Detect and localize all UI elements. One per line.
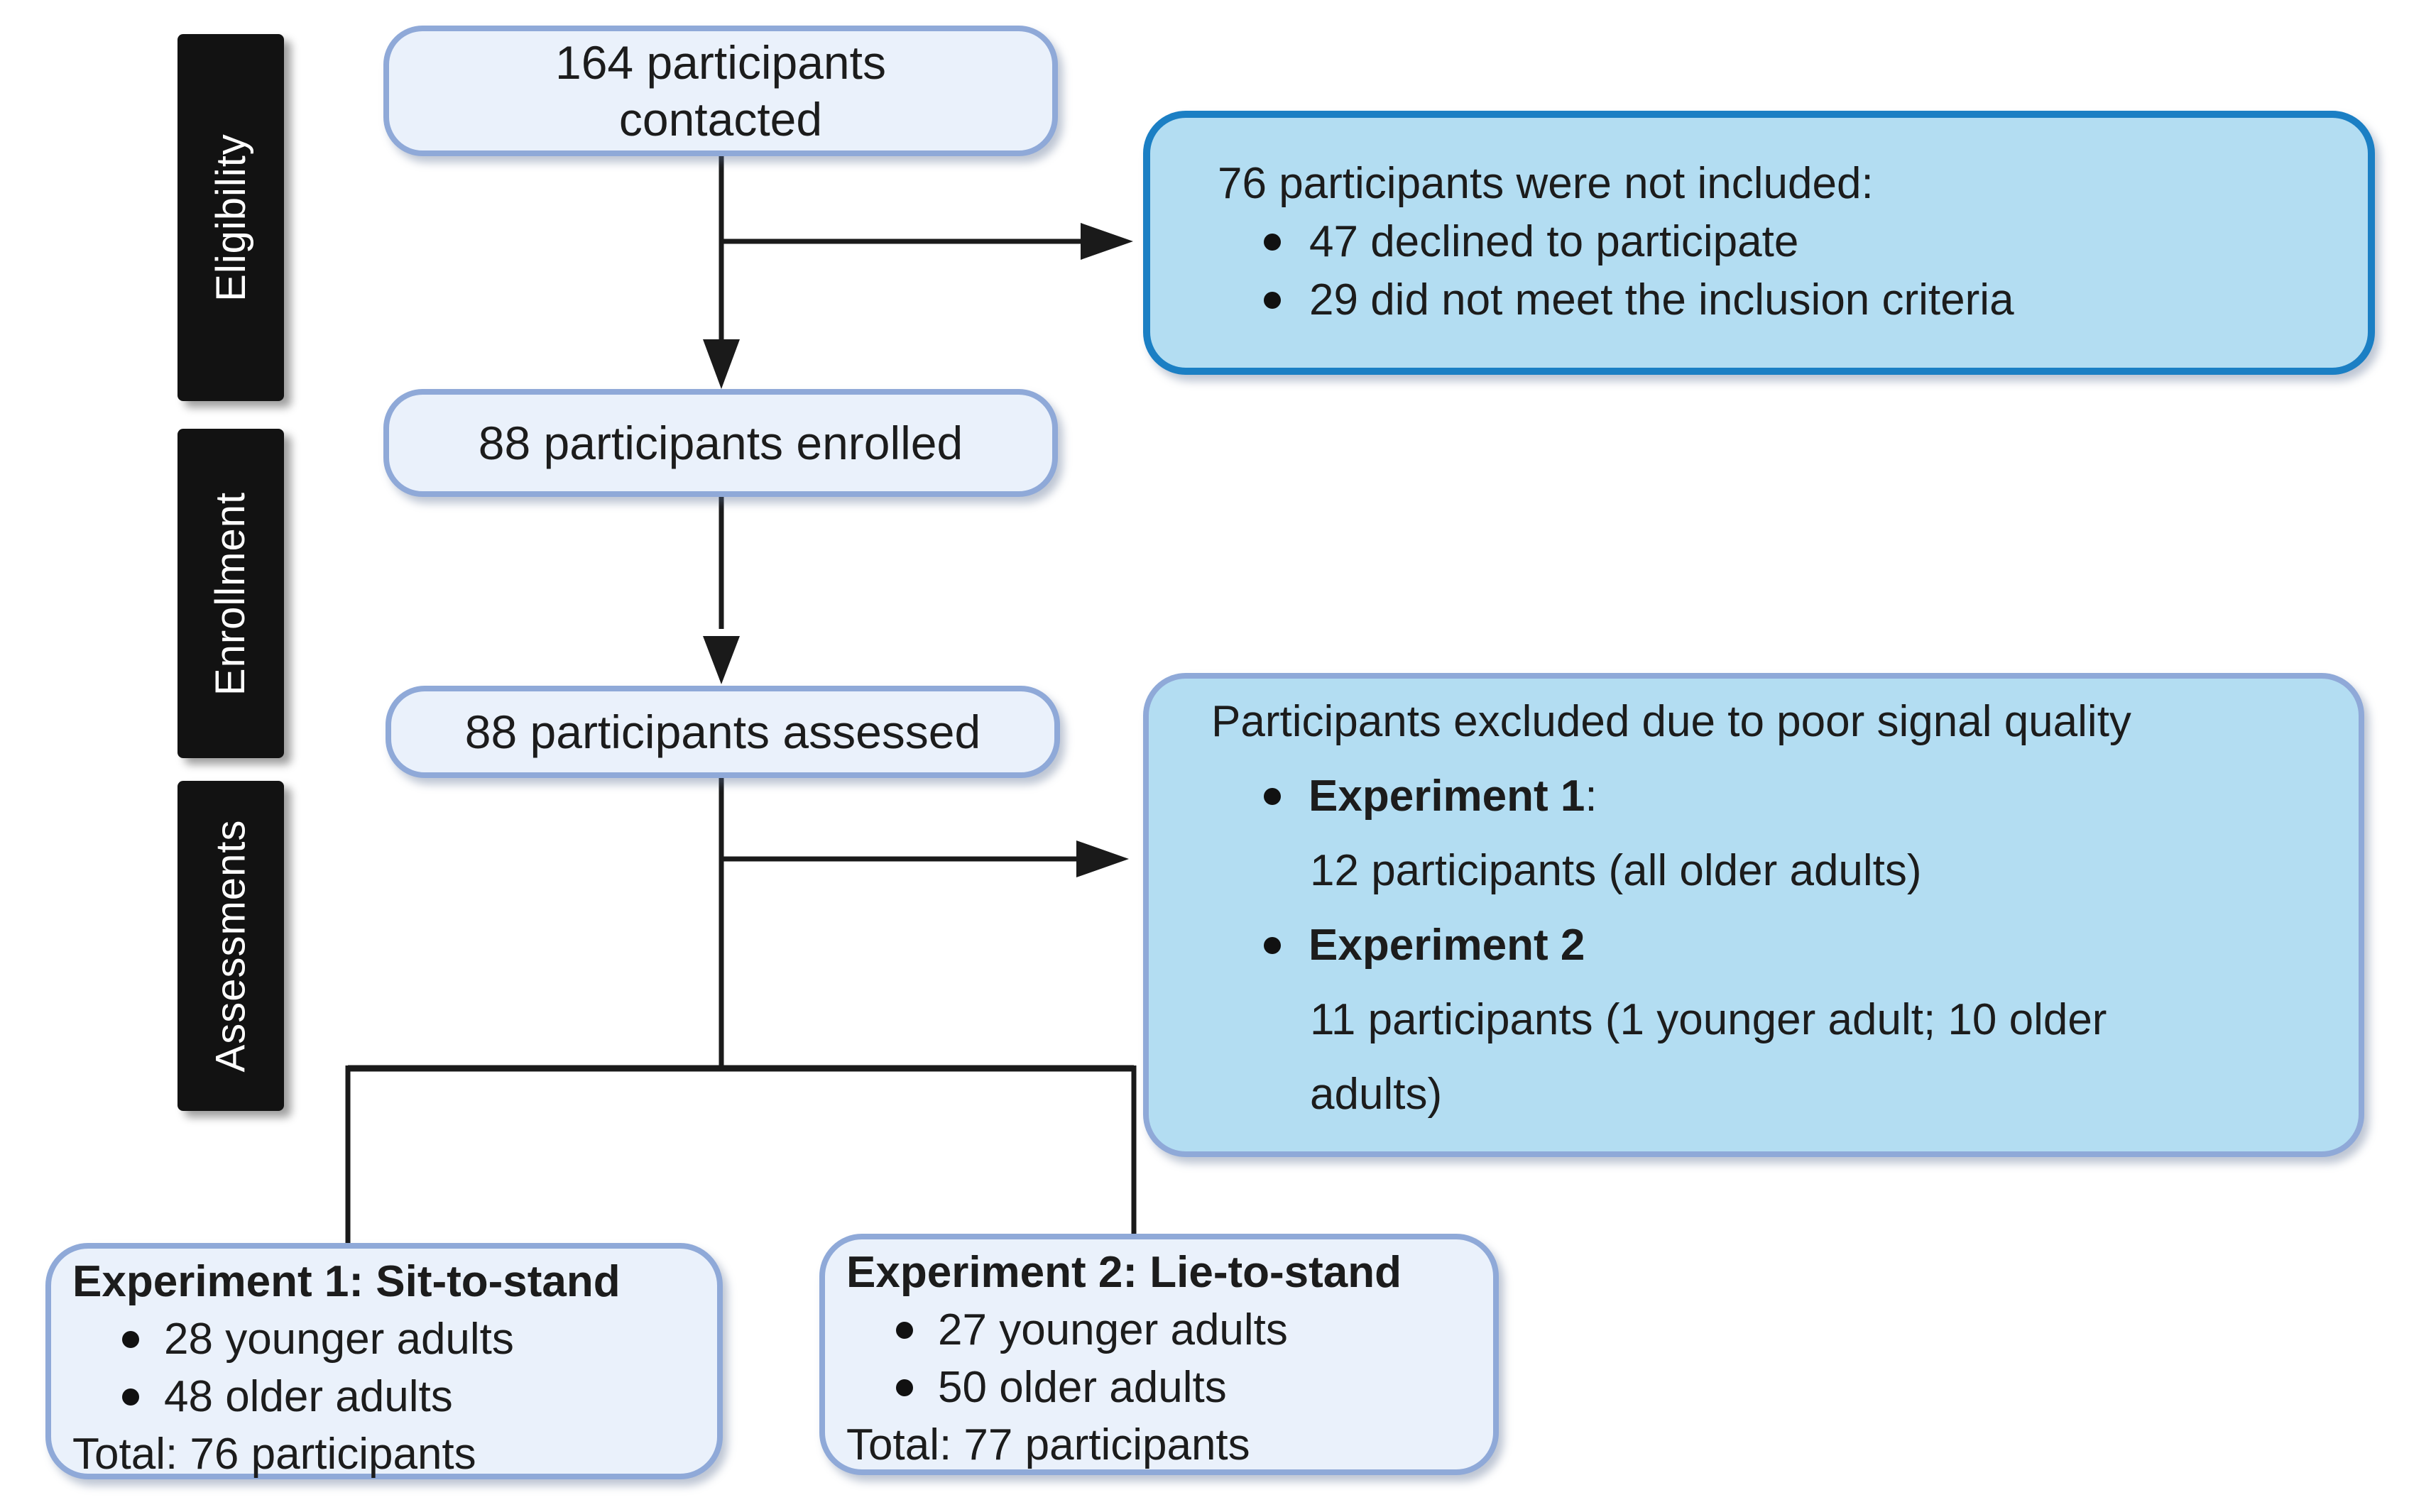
experiment2-total: Total: 77 participants	[846, 1420, 1250, 1469]
bullet-icon	[1264, 292, 1281, 309]
list-item: 29 did not meet the inclusion criteria	[1218, 271, 2339, 329]
experiment2-bullet: 50 older adults	[938, 1363, 1227, 1412]
bullet-icon	[896, 1379, 913, 1396]
bullet-icon	[1264, 787, 1281, 805]
stage-label-assessments: Assessments	[177, 781, 284, 1111]
bullet-icon	[1264, 936, 1281, 954]
list-item: 47 declined to participate	[1218, 213, 2339, 271]
excluded-item-suffix: :	[1585, 772, 1597, 821]
experiment1-bullet: 48 older adults	[164, 1372, 453, 1421]
list-item: Experiment 1:	[1211, 759, 2327, 833]
bullet-icon	[896, 1321, 913, 1339]
box-experiment1: Experiment 1: Sit-to-stand 28 younger ad…	[45, 1243, 723, 1479]
list-item: 48 older adults	[72, 1368, 696, 1425]
experiment1-bullet: 28 younger adults	[164, 1315, 514, 1364]
box-not-included: 76 participants were not included: 47 de…	[1143, 111, 2375, 375]
arrowhead-assessed	[703, 636, 740, 684]
list-item: 50 older adults	[846, 1359, 1472, 1416]
excluded-header: Participants excluded due to poor signal…	[1211, 697, 2131, 746]
contacted-line2: contacted	[618, 93, 823, 146]
list-item: 27 younger adults	[846, 1301, 1472, 1359]
experiment2-title: Experiment 2: Lie-to-stand	[846, 1248, 1402, 1297]
bullet-icon	[122, 1330, 139, 1348]
box-participants-assessed: 88 participants assessed	[386, 686, 1060, 778]
box-participants-contacted: 164 participants contacted	[383, 26, 1058, 156]
arrowhead-excluded	[1076, 840, 1129, 877]
stage-label-text: Enrollment	[207, 491, 254, 696]
experiment2-bullet: 27 younger adults	[938, 1305, 1288, 1354]
assessed-label: 88 participants assessed	[464, 706, 981, 758]
stage-label-text: Assessments	[207, 819, 254, 1073]
not-included-bullet: 47 declined to participate	[1309, 217, 1799, 266]
experiment1-total: Total: 76 participants	[72, 1430, 476, 1479]
list-item: Experiment 2	[1211, 908, 2327, 982]
box-participants-enrolled: 88 participants enrolled	[383, 389, 1058, 497]
list-item: 28 younger adults	[72, 1310, 696, 1368]
arrowhead-not-included	[1081, 223, 1133, 260]
excluded-item-title: Experiment 2	[1309, 908, 1585, 982]
stage-label-eligibility: Eligibility	[177, 34, 284, 401]
excluded-item-name: Experiment 2	[1309, 921, 1585, 970]
stage-label-enrollment: Enrollment	[177, 429, 284, 758]
excluded-item-title: Experiment 1:	[1309, 759, 1597, 833]
bullet-icon	[1264, 234, 1281, 251]
stage-label-text: Eligibility	[207, 133, 254, 302]
contacted-line1: 164 participants	[555, 36, 886, 89]
box-experiment2: Experiment 2: Lie-to-stand 27 younger ad…	[819, 1234, 1499, 1475]
box-excluded-signal-quality: Participants excluded due to poor signal…	[1143, 673, 2364, 1157]
not-included-header: 76 participants were not included:	[1218, 159, 1874, 208]
bullet-icon	[122, 1388, 139, 1406]
excluded-item-detail: 12 participants (all older adults)	[1310, 846, 1922, 895]
experiment1-title: Experiment 1: Sit-to-stand	[72, 1257, 621, 1306]
enrolled-label: 88 participants enrolled	[478, 417, 963, 469]
excluded-item-name: Experiment 1	[1309, 772, 1585, 821]
excluded-item-detail: 11 participants (1 younger adult; 10 old…	[1310, 995, 2107, 1119]
arrowhead-enrolled	[703, 339, 740, 389]
not-included-bullet: 29 did not meet the inclusion criteria	[1309, 275, 2014, 324]
